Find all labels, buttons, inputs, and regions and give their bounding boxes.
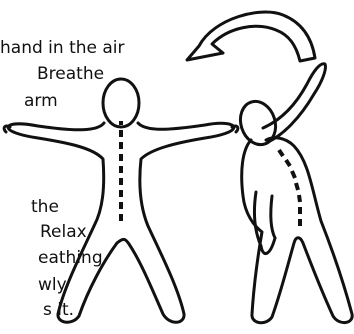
side-bend-spine-dashes <box>279 150 300 226</box>
side-bend-figure <box>235 64 352 323</box>
standing-figure <box>4 79 238 322</box>
curved-arrow-icon <box>187 12 315 61</box>
